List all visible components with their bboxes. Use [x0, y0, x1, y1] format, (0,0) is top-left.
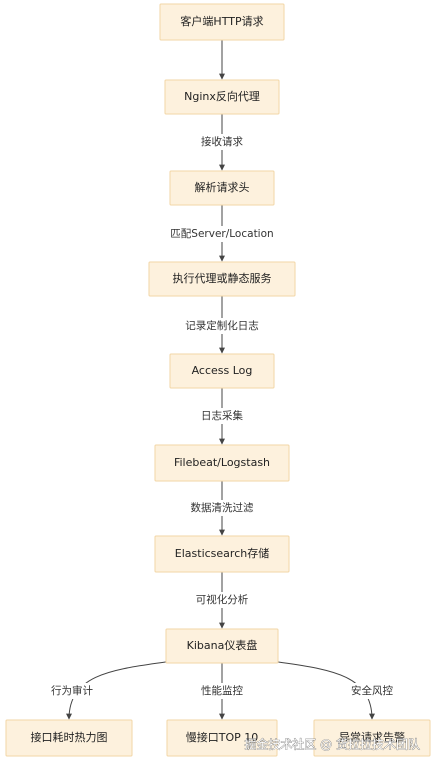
node-box-alert [313, 719, 431, 757]
edge-label-kibana-slow: 性能监控 [201, 684, 243, 697]
node-heatmap: 接口耗时热力图 [5, 719, 133, 757]
edge-label-bg-kibana-alert [348, 683, 396, 699]
node-parse: 解析请求头 [169, 170, 275, 206]
edge-label-bg-proxy-access [182, 318, 262, 334]
node-box-nginx [164, 79, 280, 115]
edge-label-bg-es-kibana [192, 592, 252, 608]
node-label-kibana: Kibana仪表盘 [187, 638, 258, 652]
edge-kibana-alert: 安全风控 [271, 660, 396, 720]
edge-label-bg-kibana-heatmap [48, 683, 96, 699]
node-alert: 异常请求告警 [313, 719, 431, 757]
node-box-kibana [165, 628, 279, 664]
edge-label-es-kibana: 可视化分析 [196, 593, 249, 606]
edge-es-kibana: 可视化分析 [192, 572, 252, 629]
edge-label-bg-access-filebeat [198, 408, 246, 424]
edge-label-bg-parse-proxy [129, 226, 315, 242]
edge-nginx-parse: 接收请求 [198, 114, 246, 171]
edge-label-proxy-access: 记录定制化日志 [185, 319, 259, 332]
node-label-es: Elasticsearch存储 [175, 546, 269, 560]
edge-label-bg-kibana-slow [198, 683, 246, 699]
edge-line-kibana-alert [271, 660, 375, 720]
edge-kibana-heatmap: 行为审计 [48, 660, 173, 720]
node-es: Elasticsearch存储 [154, 535, 290, 573]
node-label-nginx: Nginx反向代理 [184, 89, 260, 103]
edge-label-nginx-parse: 接收请求 [201, 135, 243, 148]
node-slow: 慢接口TOP 10 [166, 719, 278, 757]
node-box-es [154, 535, 290, 573]
edge-filebeat-es: 数据清洗过滤 [187, 481, 257, 536]
node-box-filebeat [154, 444, 290, 482]
edge-label-parse-proxy: 匹配Server/Location [170, 228, 273, 240]
node-box-proxy [148, 261, 296, 297]
node-filebeat: Filebeat/Logstash [154, 444, 290, 482]
node-label-filebeat: Filebeat/Logstash [174, 456, 270, 469]
edge-kibana-slow: 性能监控 [198, 663, 246, 720]
edge-line-kibana-heatmap [66, 660, 173, 720]
node-label-heatmap: 接口耗时热力图 [31, 731, 108, 744]
node-client: 客户端HTTP请求 [159, 3, 285, 41]
node-box-client [159, 3, 285, 41]
edge-label-filebeat-es: 数据清洗过滤 [191, 501, 254, 514]
node-label-parse: 解析请求头 [195, 180, 250, 194]
node-box-heatmap [5, 719, 133, 757]
node-label-proxy: 执行代理或静态服务 [173, 271, 272, 285]
node-nginx: Nginx反向代理 [164, 79, 280, 115]
edge-access-filebeat: 日志采集 [198, 388, 246, 445]
node-proxy: 执行代理或静态服务 [148, 261, 296, 297]
edge-proxy-access: 记录定制化日志 [182, 296, 262, 354]
edge-label-bg-nginx-parse [198, 134, 246, 150]
node-box-parse [169, 170, 275, 206]
node-label-client: 客户端HTTP请求 [180, 14, 263, 28]
node-box-slow [166, 719, 278, 757]
node-label-slow: 慢接口TOP 10 [186, 731, 259, 744]
node-label-access: Access Log [192, 364, 253, 377]
watermark-text: 掘金技术社区 @ 货拉拉技术团队 [244, 737, 420, 752]
node-label-alert: 异常请求告警 [339, 730, 405, 744]
node-access: Access Log [169, 353, 275, 389]
edge-label-bg-filebeat-es [187, 500, 257, 516]
edge-label-access-filebeat: 日志采集 [201, 409, 243, 422]
edge-label-kibana-heatmap: 行为审计 [51, 684, 93, 697]
node-kibana: Kibana仪表盘 [165, 628, 279, 664]
edge-parse-proxy: 匹配Server/Location [129, 205, 315, 262]
node-box-access [169, 353, 275, 389]
edge-label-kibana-alert: 安全风控 [351, 684, 393, 697]
